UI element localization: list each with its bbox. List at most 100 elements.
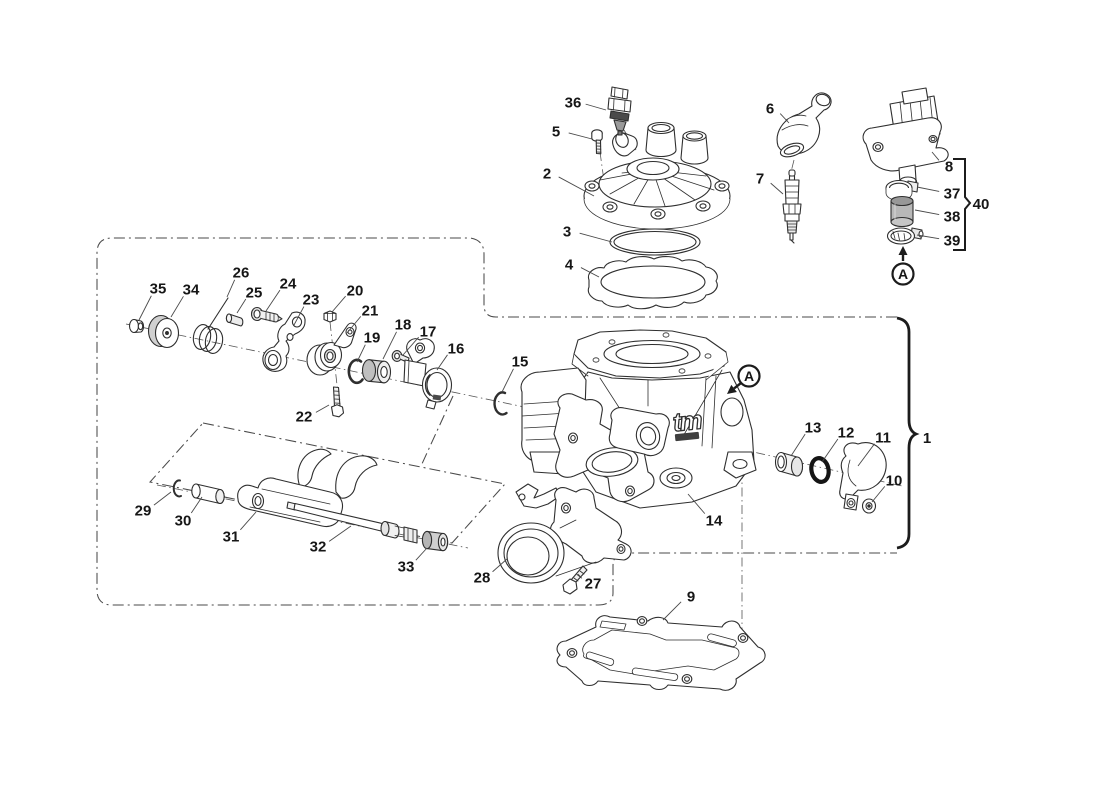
- part-label-32: 32: [310, 539, 327, 556]
- leader-line-6: [779, 113, 790, 124]
- leader-line-19: [356, 344, 366, 363]
- part-label-9: 9: [687, 589, 695, 606]
- part-11-valve-cover: [839, 442, 887, 511]
- leader-line-23: [293, 306, 305, 326]
- part-label-33: 33: [398, 559, 415, 576]
- part-label-36: 36: [565, 95, 582, 112]
- leader-line-3: [579, 232, 613, 243]
- leader-line-35: [138, 295, 152, 321]
- bracket-label-40: 40: [973, 196, 990, 213]
- part-label-13: 13: [805, 420, 822, 437]
- part-36-temperature-sensor: [607, 86, 632, 136]
- leader-line-17: [402, 336, 419, 356]
- leader-line-5: [568, 132, 593, 140]
- brace-group-1: [896, 316, 920, 550]
- leader-line-27: [577, 573, 583, 579]
- leader-line-8: [931, 151, 940, 161]
- detail-marker-A-1: A: [727, 364, 761, 394]
- brand-badge: [674, 431, 700, 442]
- leader-line-4: [580, 267, 600, 278]
- part-label-25: 25: [246, 285, 263, 302]
- part-12-o-ring: [809, 456, 831, 484]
- part-label-35: 35: [150, 281, 167, 298]
- part-label-19: 19: [364, 330, 381, 347]
- leader-line-14: [687, 493, 706, 514]
- part-label-20: 20: [347, 283, 364, 300]
- leader-line-33: [415, 547, 428, 561]
- projection-line: [420, 395, 454, 467]
- leader-line-25: [236, 298, 247, 314]
- leader-line-12: [821, 438, 839, 463]
- part-label-12: 12: [838, 425, 855, 442]
- part-20-nut: [323, 310, 337, 323]
- leader-line-39: [916, 234, 940, 240]
- part-4-head-gasket: [587, 256, 718, 310]
- part-25-pin: [225, 313, 244, 327]
- leader-line-34: [170, 296, 184, 318]
- leader-line-29: [153, 491, 172, 506]
- leader-line-38: [914, 209, 940, 216]
- part-label-23: 23: [303, 292, 320, 309]
- leader-line-26: [226, 279, 236, 298]
- part-38-hose: [890, 195, 914, 228]
- part-15-snap-ring: [493, 391, 508, 416]
- part-label-16: 16: [448, 341, 465, 358]
- part-32-shaft: [286, 501, 418, 544]
- leader-line-2: [558, 176, 595, 197]
- part-label-27: 27: [585, 576, 602, 593]
- part-22-bolt: [330, 386, 345, 418]
- part-label-30: 30: [175, 513, 192, 530]
- part-6-spark-plug-cap: [776, 92, 832, 158]
- leader-line-37: [916, 186, 940, 192]
- leader-line-28: [492, 558, 508, 573]
- leader-line-13: [790, 433, 806, 457]
- sub-assembly-plane: [148, 422, 507, 544]
- svg-text:A: A: [744, 368, 754, 384]
- leader-line-10: [871, 486, 886, 503]
- part-33-cap: [421, 530, 449, 552]
- leader-line-20: [331, 295, 346, 313]
- parts-layer: tm: [128, 86, 949, 691]
- group-brackets: 1 40: [896, 158, 990, 550]
- part-26-torsion-spring: [192, 297, 229, 354]
- bracket-label-1: 1: [923, 430, 931, 447]
- part-2-cylinder-head-cover: [583, 121, 731, 230]
- leader-line-22: [315, 404, 330, 413]
- part-35-flanged-bushing: [128, 318, 145, 334]
- part-label-8: 8: [945, 159, 953, 176]
- part-label-29: 29: [135, 503, 152, 520]
- phantom-boundary: [96, 237, 897, 606]
- leader-line-32: [328, 525, 352, 542]
- part-label-17: 17: [420, 324, 437, 341]
- part-label-24: 24: [280, 276, 297, 293]
- leader-line-15: [501, 368, 514, 393]
- part-label-22: 22: [296, 409, 313, 426]
- leader-line-24: [265, 289, 281, 312]
- group-boundary-outline: [96, 237, 897, 606]
- leader-line-11: [857, 443, 875, 467]
- part-label-7: 7: [756, 171, 764, 188]
- part-39-worm-clamp: [886, 227, 924, 245]
- part-13-bushing: [774, 451, 804, 477]
- part-19-snap-ring: [347, 358, 364, 385]
- part-label-3: 3: [563, 224, 571, 241]
- part-14-cylinder: tm: [520, 329, 757, 509]
- leader-line-16: [436, 354, 448, 371]
- part-9-base-gasket: [556, 615, 766, 691]
- part-label-4: 4: [565, 257, 574, 274]
- leader-line-7: [770, 182, 784, 195]
- part-label-6: 6: [766, 101, 774, 118]
- part-label-18: 18: [395, 317, 412, 334]
- part-label-15: 15: [512, 354, 529, 371]
- part-labels: 2345678910111213141516171819202122232425…: [135, 95, 960, 621]
- part-label-11: 11: [875, 430, 891, 447]
- part-31-exhaust-valve-body: [237, 448, 378, 528]
- part-10-screw: [861, 498, 877, 514]
- part-label-10: 10: [886, 473, 903, 490]
- part-3-o-ring: [609, 228, 701, 256]
- bracket-group-40: [953, 158, 972, 251]
- leader-line-18: [382, 331, 397, 360]
- leader-line-21: [346, 316, 362, 334]
- leader-line-31: [240, 511, 257, 531]
